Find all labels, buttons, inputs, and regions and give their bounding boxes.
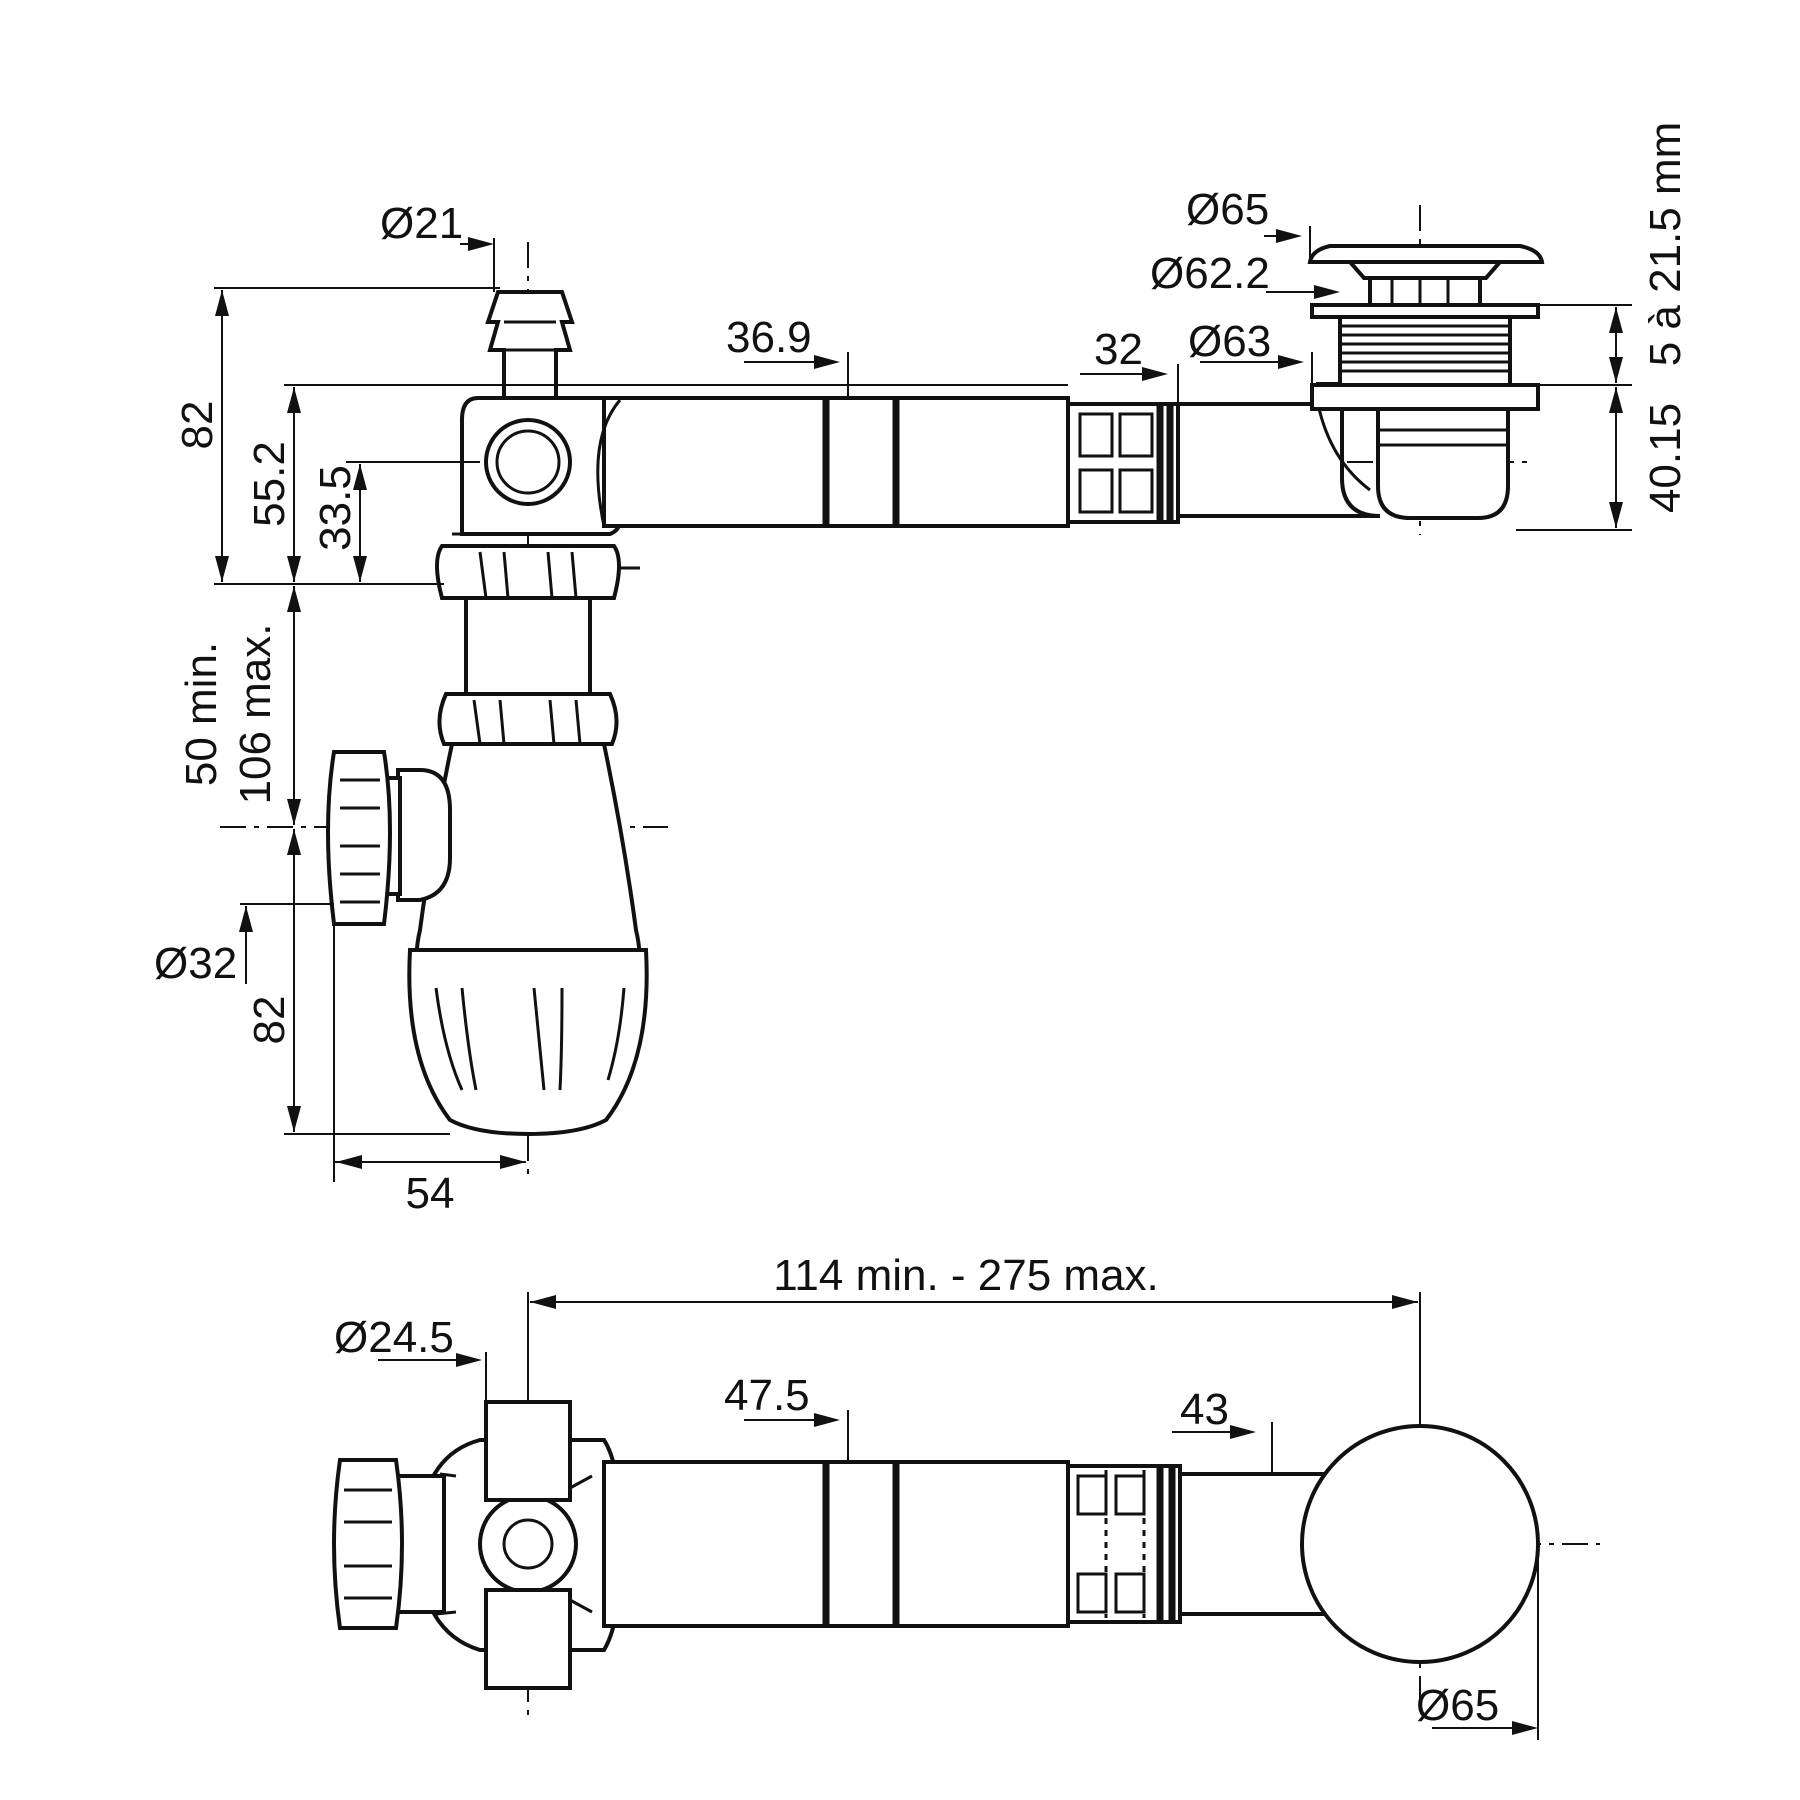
top-telescopic-connector bbox=[1066, 1464, 1182, 1624]
bowl-ribs bbox=[434, 987, 626, 1091]
label-outlet-diameter: Ø32 bbox=[154, 939, 237, 988]
top-view-dimensions bbox=[378, 1292, 1539, 1740]
thread-lines bbox=[1340, 324, 1510, 373]
lower-nut bbox=[437, 692, 619, 746]
drain-body bbox=[1310, 303, 1540, 520]
top-overflow-tube bbox=[602, 1460, 1070, 1628]
label-connector-diameter: 32 bbox=[1094, 325, 1143, 374]
label-height-552: 55.2 bbox=[245, 441, 294, 527]
label-tube-diameter: 36.9 bbox=[726, 313, 812, 362]
extension-tube bbox=[464, 596, 592, 696]
label-cap-diameter: Ø65 bbox=[1186, 185, 1269, 234]
label-total-height: 82 bbox=[173, 401, 222, 450]
label-extension-max: 106 max. bbox=[231, 624, 280, 805]
side-outlet bbox=[326, 750, 452, 926]
hose-barb-inlet bbox=[485, 290, 575, 400]
label-top-connector-width: 43 bbox=[1180, 1385, 1229, 1434]
overflow-tube bbox=[596, 396, 1070, 528]
upper-nut bbox=[435, 532, 640, 600]
label-inlet-diameter: Ø21 bbox=[380, 199, 463, 248]
label-top-tube-diameter: 47.5 bbox=[724, 1371, 810, 1420]
bottle-trap-bowl bbox=[407, 742, 649, 1137]
label-flange-diameter: Ø62.2 bbox=[1150, 249, 1270, 298]
label-top-span: 114 min. - 275 max. bbox=[773, 1251, 1159, 1300]
label-trap-height: 82 bbox=[245, 996, 294, 1045]
top-drain-cap bbox=[1300, 1424, 1540, 1664]
label-trap-offset: 54 bbox=[406, 1169, 455, 1218]
top-trap-housing bbox=[415, 1400, 623, 1690]
tee-body bbox=[460, 396, 622, 536]
top-outlet-nut bbox=[332, 1458, 446, 1630]
label-drop-height: 40.15 bbox=[1641, 403, 1690, 513]
popup-cap bbox=[1307, 244, 1545, 307]
label-extension-min: 50 min. bbox=[177, 642, 226, 786]
label-body-diameter: Ø63 bbox=[1188, 317, 1271, 366]
label-top-cap-diameter: Ø65 bbox=[1416, 1681, 1499, 1730]
label-top-inlet-diameter: Ø24.5 bbox=[334, 1313, 454, 1362]
side-view: Ø21 82 55.2 33.5 36.9 32 Ø63 Ø65 Ø62.2 5… bbox=[154, 122, 1690, 1218]
label-axis-height: 33.5 bbox=[311, 465, 360, 551]
label-thread-range: 5 à 21.5 mm bbox=[1641, 122, 1690, 367]
side-view-dimensions bbox=[214, 226, 1632, 1182]
telescopic-connector bbox=[1066, 402, 1180, 524]
top-view: 114 min. - 275 max. Ø24.5 47.5 43 Ø65 bbox=[332, 1251, 1600, 1740]
